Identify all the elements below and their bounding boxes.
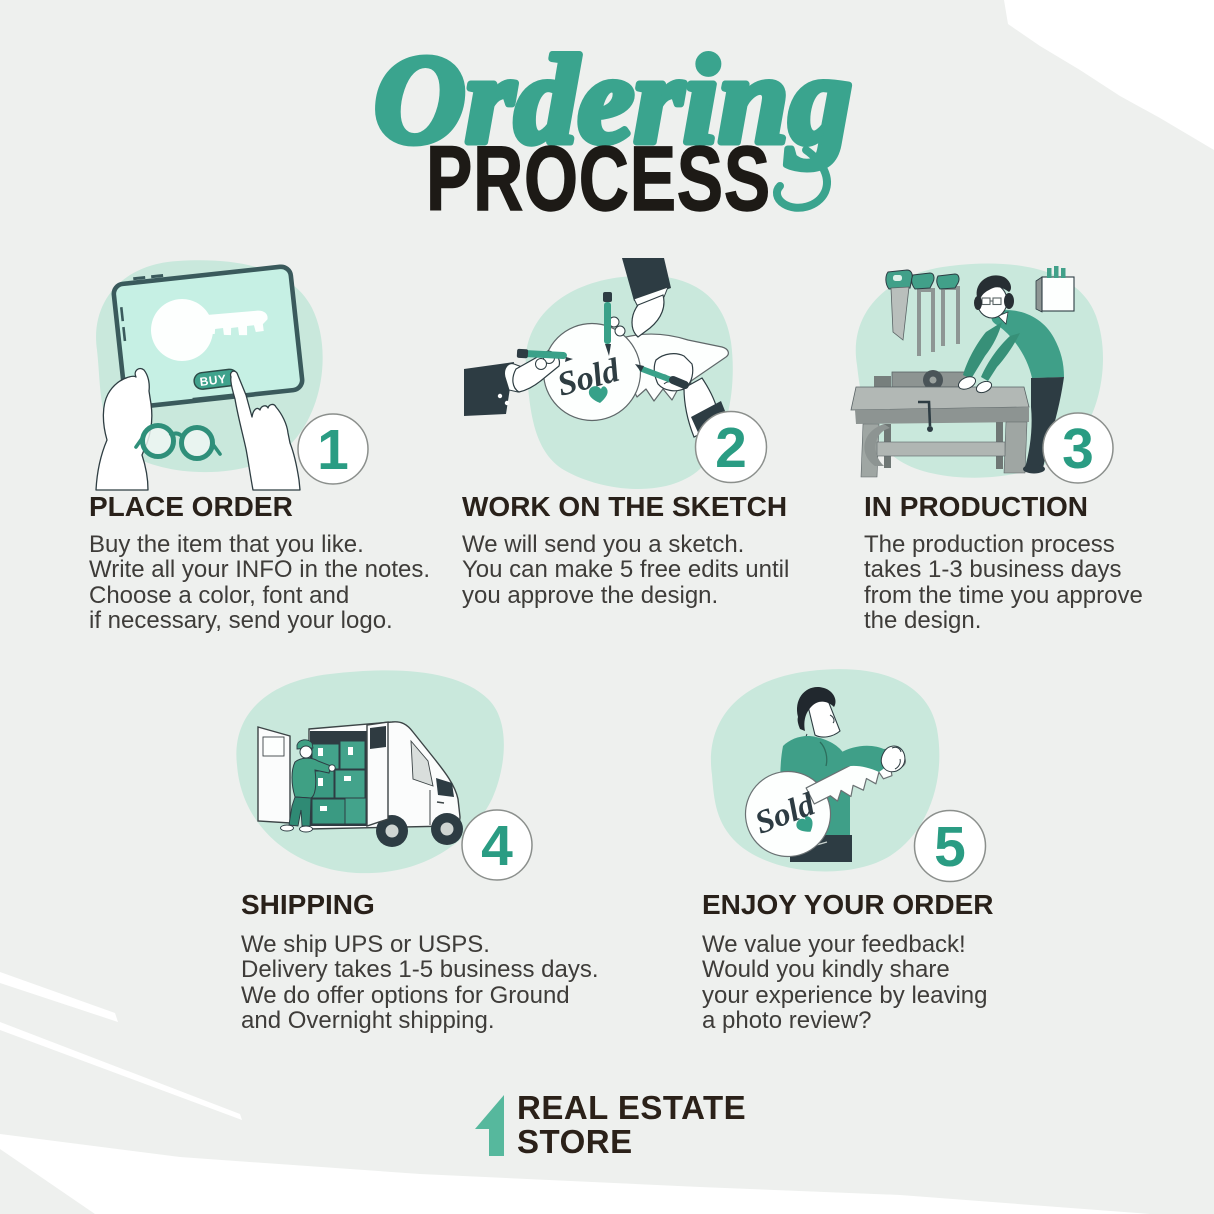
svg-text:1: 1 bbox=[317, 418, 349, 482]
svg-text:Ordering: Ordering bbox=[374, 31, 852, 170]
svg-text:STORE: STORE bbox=[517, 1123, 633, 1160]
svg-text:3: 3 bbox=[1062, 417, 1094, 481]
svg-text:4: 4 bbox=[481, 814, 513, 878]
svg-text:2: 2 bbox=[715, 416, 747, 480]
svg-text:5: 5 bbox=[934, 815, 966, 879]
svg-text:BUY: BUY bbox=[199, 372, 227, 389]
svg-text:REAL ESTATE: REAL ESTATE bbox=[517, 1089, 746, 1126]
